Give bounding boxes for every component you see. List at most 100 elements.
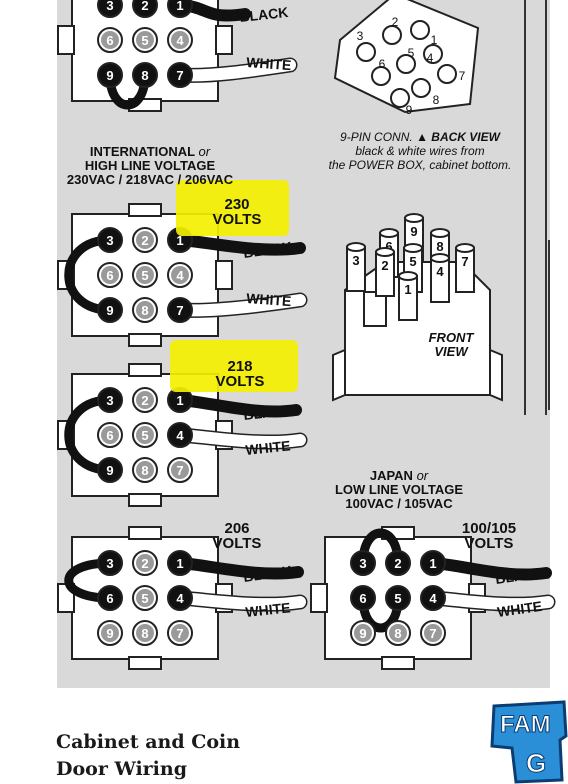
volts-100-value: 100/105 xyxy=(461,520,517,537)
white-wire-label: WHITE xyxy=(246,54,292,73)
back-pin-1 xyxy=(410,20,430,40)
front-view-line1: FRONT xyxy=(428,330,474,345)
pin-5-face xyxy=(136,426,154,444)
back-pin-5-number: 5 xyxy=(408,46,415,60)
pin-4-number: 4 xyxy=(176,428,184,443)
volts-206-unit: VOLTS xyxy=(212,535,262,552)
pin-8-number: 8 xyxy=(394,626,401,641)
pin-4 xyxy=(167,422,193,448)
pin-1-number: 1 xyxy=(176,0,183,13)
front-prong-5-number: 5 xyxy=(409,254,416,269)
japan-label: JAPAN or LOW LINE VOLTAGE 100VAC / 105VA… xyxy=(316,469,482,511)
connector-key-top xyxy=(128,363,162,377)
pin-8-face xyxy=(136,301,154,319)
pin-3-number: 3 xyxy=(106,556,113,571)
connector-key-bottom xyxy=(128,493,162,507)
front-view-window xyxy=(363,291,387,327)
pin-1 xyxy=(167,550,193,576)
international-title: INTERNATIONAL xyxy=(89,144,195,159)
pin-6 xyxy=(97,585,123,611)
pin-9-face xyxy=(101,624,119,642)
connector-key-bottom xyxy=(128,656,162,670)
pin-7-number: 7 xyxy=(176,303,183,318)
highlight-230 xyxy=(176,180,289,236)
back-pin-9-number: 9 xyxy=(406,103,413,117)
volts-100-label: 100/105 VOLTS xyxy=(444,521,534,551)
pin-9-number: 9 xyxy=(106,303,113,318)
pin-2 xyxy=(385,550,411,576)
pin-6-number: 6 xyxy=(106,428,113,443)
international-label: INTERNATIONAL or HIGH LINE VOLTAGE 230VA… xyxy=(50,145,250,187)
front-prong-1-number: 1 xyxy=(404,282,411,297)
white-wire-label: WHITE xyxy=(496,598,543,620)
pin-6-number: 6 xyxy=(359,591,366,606)
pin-6-number: 6 xyxy=(106,591,113,606)
svg-text:G: G xyxy=(526,748,546,778)
pin-2 xyxy=(132,0,158,18)
pin-2-face xyxy=(136,391,154,409)
pin-5-number: 5 xyxy=(141,268,148,283)
front-prong-6-top xyxy=(379,228,399,238)
pin-1-number: 1 xyxy=(429,556,436,571)
pin-2-number: 2 xyxy=(141,393,148,408)
pin-8-face xyxy=(136,461,154,479)
jumper-wire xyxy=(64,235,115,315)
pin-8-face xyxy=(136,624,154,642)
back-view-conn: 9-PIN CONN. xyxy=(340,130,413,144)
pin-6-number: 6 xyxy=(106,33,113,48)
back-pin-2-number: 2 xyxy=(392,15,399,29)
front-prong-1-top xyxy=(398,271,418,281)
pin-9-number: 9 xyxy=(106,68,113,83)
pin-9 xyxy=(97,457,123,483)
pin-7-number: 7 xyxy=(176,68,183,83)
pin-6 xyxy=(350,585,376,611)
japan-voltages: 100VAC / 105VAC xyxy=(345,496,453,511)
pin-5-number: 5 xyxy=(141,591,148,606)
back-pin-6 xyxy=(371,66,391,86)
connector-latch-left xyxy=(310,583,328,613)
front-view-tab-left xyxy=(332,348,346,402)
back-pin-7 xyxy=(437,64,457,84)
pin-1-number: 1 xyxy=(176,393,183,408)
pin-9 xyxy=(97,297,123,323)
jumper-wire xyxy=(64,395,115,475)
volts-230-unit: VOLTS xyxy=(212,211,262,228)
pin-5-face xyxy=(136,266,154,284)
connector-key-top xyxy=(128,203,162,217)
volts-218-value: 218 xyxy=(227,358,253,375)
front-prong-3-number: 3 xyxy=(352,253,359,268)
back-view-caption: 9-PIN CONN. ▲ BACK VIEW black & white wi… xyxy=(300,130,540,172)
back-pin-2 xyxy=(382,25,402,45)
pin-4-number: 4 xyxy=(176,268,184,283)
pin-3-number: 3 xyxy=(359,556,366,571)
japan-subtitle: LOW LINE VOLTAGE xyxy=(334,482,464,497)
back-view-title: BACK VIEW xyxy=(431,130,500,144)
volts-206-label: 206 VOLTS xyxy=(200,521,274,551)
pin-4-face xyxy=(171,266,189,284)
international-or: or xyxy=(198,144,211,159)
pin-7-face xyxy=(171,624,189,642)
front-prong-7-number: 7 xyxy=(461,254,468,269)
front-prong-4-top xyxy=(430,253,450,263)
japan-title: JAPAN xyxy=(369,468,413,483)
back-pin-6-number: 6 xyxy=(379,57,386,71)
jumper-wire xyxy=(64,558,115,603)
back-pin-8-number: 8 xyxy=(433,93,440,107)
back-pin-9 xyxy=(390,88,410,108)
pin-3-number: 3 xyxy=(106,393,113,408)
pin-3 xyxy=(97,550,123,576)
front-view-line2: VIEW xyxy=(434,344,468,359)
section-title-line1: Cabinet and Coin xyxy=(56,731,241,753)
front-prong-7-top xyxy=(455,243,475,253)
pin-3-number: 3 xyxy=(106,233,113,248)
front-prong-2-top xyxy=(375,247,395,257)
pin-8-number: 8 xyxy=(141,626,148,641)
front-prong-9-top xyxy=(404,213,424,223)
pin-9-number: 9 xyxy=(106,626,113,641)
page-margin-line-2 xyxy=(545,0,547,415)
back-pin-4 xyxy=(423,44,443,64)
pin-6-face xyxy=(101,31,119,49)
